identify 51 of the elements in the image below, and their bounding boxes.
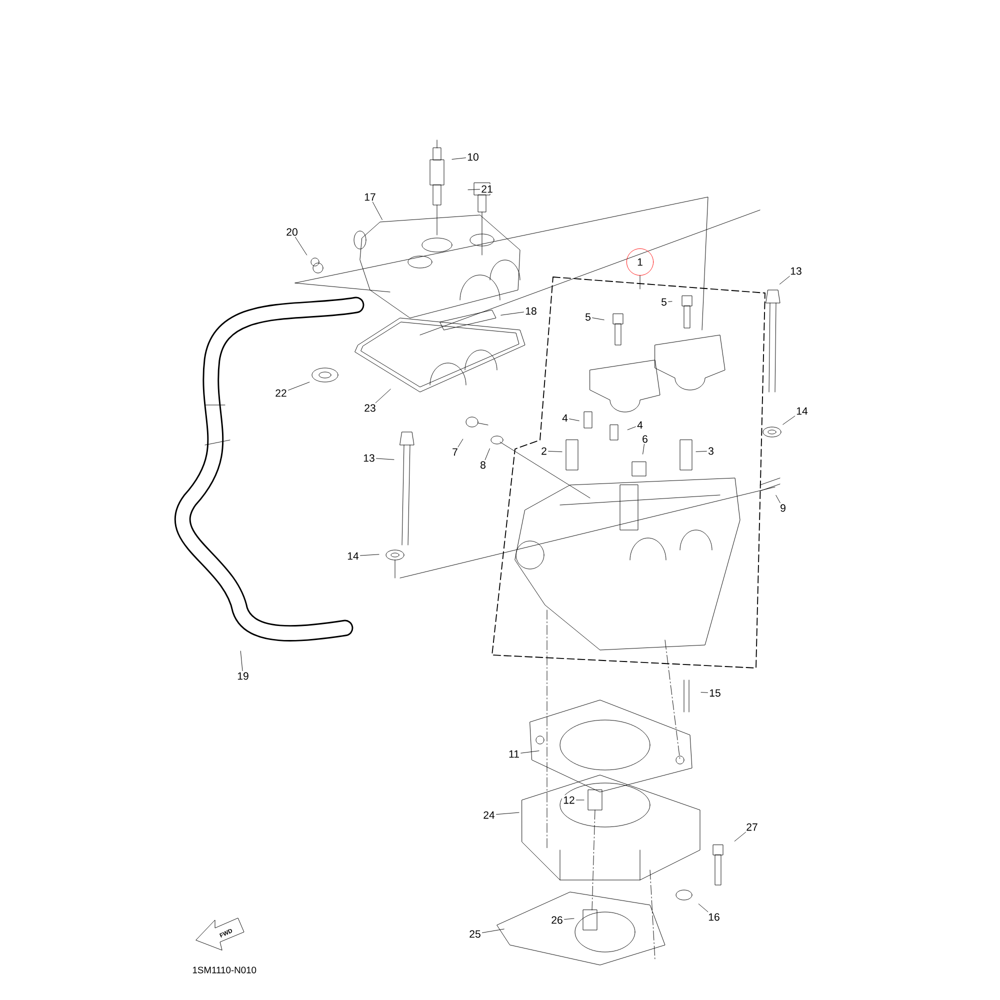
leader-line bbox=[592, 318, 604, 320]
leader-line bbox=[779, 276, 790, 284]
leader-line bbox=[458, 438, 464, 448]
callout-number: 21 bbox=[480, 184, 494, 194]
leader-line bbox=[240, 650, 243, 672]
callout-number: 22 bbox=[274, 388, 288, 398]
leader-line bbox=[627, 426, 636, 430]
leader-line bbox=[564, 918, 574, 920]
callout-number: 19 bbox=[236, 671, 250, 681]
callout-number: 10 bbox=[466, 152, 480, 162]
callout-number: 12 bbox=[562, 795, 576, 805]
leader-line bbox=[776, 494, 780, 504]
leader-line bbox=[468, 189, 480, 190]
leader-line bbox=[295, 236, 308, 256]
callout-number: 16 bbox=[706, 912, 722, 922]
callout-number: 11 bbox=[507, 749, 521, 759]
leader-line bbox=[548, 450, 562, 452]
leader-line bbox=[482, 928, 504, 933]
leader-line bbox=[452, 158, 466, 160]
callout-number: 13 bbox=[362, 453, 376, 463]
callout-number: 27 bbox=[744, 822, 760, 832]
leader-line bbox=[484, 448, 490, 460]
leader-line bbox=[782, 416, 796, 425]
leader-line bbox=[360, 554, 380, 556]
leader-line bbox=[372, 202, 382, 220]
callout-number: 24 bbox=[482, 810, 496, 820]
leader-line bbox=[700, 692, 708, 693]
circled-callout-number: 1 bbox=[626, 248, 654, 276]
leader-line bbox=[668, 301, 672, 302]
leader-line bbox=[376, 458, 394, 460]
callout-number: 14 bbox=[346, 551, 360, 561]
callout-number: 18 bbox=[524, 306, 538, 316]
leader-line bbox=[696, 450, 707, 452]
leader-line bbox=[496, 812, 520, 815]
leader-line bbox=[569, 418, 580, 422]
leader-line bbox=[500, 312, 524, 316]
callout-number: 20 bbox=[284, 227, 300, 237]
callout-number: 25 bbox=[468, 929, 482, 939]
callout-number: 15 bbox=[708, 688, 722, 698]
callout-number: 26 bbox=[550, 915, 564, 925]
leader-line bbox=[375, 388, 391, 404]
leader-line bbox=[698, 904, 708, 912]
callout-number: 23 bbox=[362, 403, 378, 413]
leader-line bbox=[520, 750, 540, 754]
part-code: 1SM1110-N010 bbox=[192, 966, 256, 974]
leader-line bbox=[642, 444, 644, 454]
callout-number: 17 bbox=[362, 192, 378, 202]
callout-number: 14 bbox=[794, 406, 810, 416]
leader-line bbox=[288, 382, 310, 390]
callout-number: 13 bbox=[788, 266, 804, 276]
leader-line bbox=[734, 832, 746, 842]
